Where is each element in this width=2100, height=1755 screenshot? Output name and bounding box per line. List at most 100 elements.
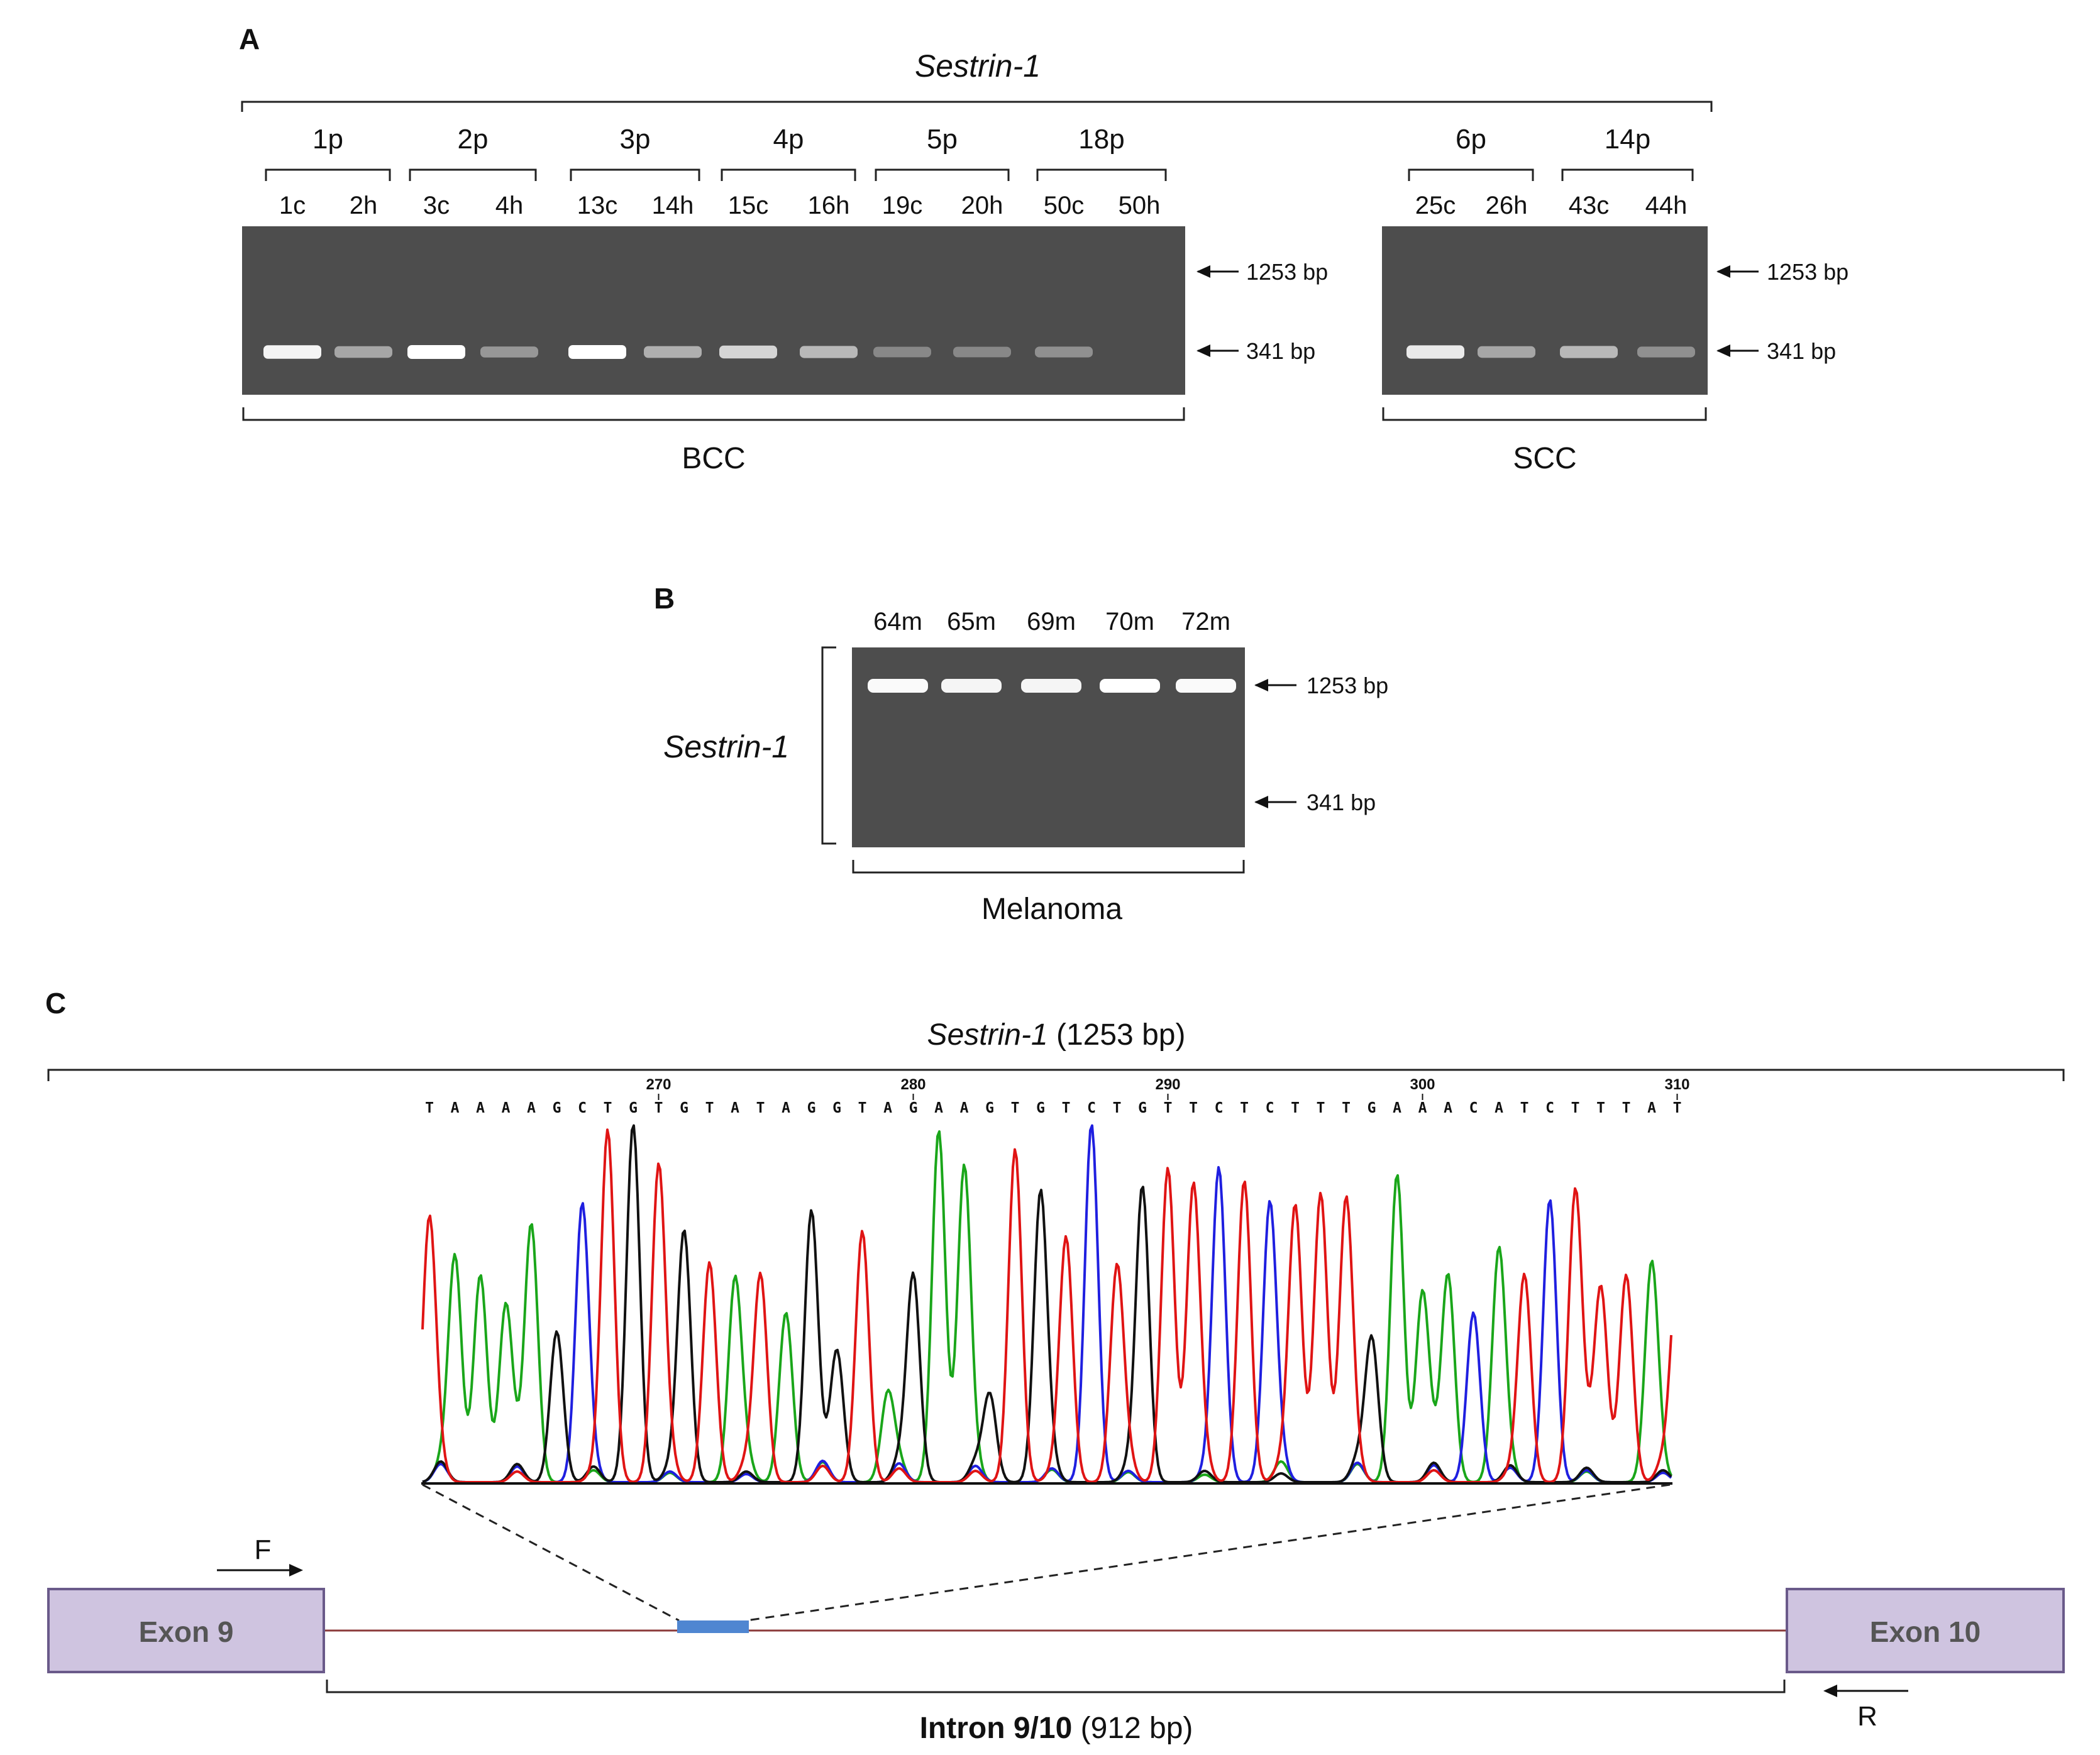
scc-marker-1253: 1253 bp bbox=[1716, 259, 1849, 285]
arrow-left-icon bbox=[1196, 265, 1210, 278]
lane-label: 50h bbox=[1119, 192, 1161, 219]
bcc-marker-1253-label: 1253 bp bbox=[1246, 259, 1328, 285]
group-label: 18p bbox=[1078, 124, 1124, 155]
base-call: A bbox=[1393, 1100, 1401, 1116]
base-call: T bbox=[1673, 1100, 1682, 1116]
base-call: C bbox=[1266, 1100, 1274, 1116]
lane-label: 14h bbox=[652, 192, 694, 219]
primer-reverse-label: R bbox=[1857, 1701, 1877, 1732]
gel-band-1253 bbox=[1176, 679, 1236, 693]
lane-label: 72m bbox=[1181, 608, 1230, 635]
base-call: T bbox=[705, 1100, 714, 1116]
lane-label: 13c bbox=[577, 192, 618, 219]
group-label: 1p bbox=[312, 124, 343, 155]
melanoma-gel bbox=[852, 647, 1245, 847]
base-call: A bbox=[1444, 1100, 1452, 1116]
intron-bracket bbox=[326, 1680, 1786, 1693]
bcc-gel bbox=[242, 226, 1185, 395]
primer-forward: F bbox=[217, 1534, 303, 1576]
panel-b-side-bracket bbox=[821, 646, 836, 845]
panel-b-side-label: Sestrin-1 bbox=[663, 729, 789, 764]
base-call: T bbox=[1113, 1100, 1122, 1116]
base-call: T bbox=[1596, 1100, 1605, 1116]
chromatogram bbox=[421, 1124, 1672, 1483]
base-call: T bbox=[1189, 1100, 1198, 1116]
base-call: A bbox=[934, 1100, 943, 1116]
base-call: C bbox=[1545, 1100, 1554, 1116]
arrow-left-icon bbox=[1254, 796, 1268, 808]
exon-9-label: Exon 9 bbox=[139, 1615, 234, 1648]
base-call: C bbox=[578, 1100, 587, 1116]
base-call: A bbox=[502, 1100, 511, 1116]
gel-band-1253 bbox=[941, 679, 1002, 693]
melanoma-label: Melanoma bbox=[981, 893, 1122, 926]
gel-band-341 bbox=[873, 346, 931, 358]
panel-c-title: Sestrin-1 (1253 bp) bbox=[927, 1018, 1186, 1052]
melanoma-marker-1253-label: 1253 bp bbox=[1307, 673, 1388, 698]
scc-gel bbox=[1382, 226, 1708, 395]
bcc-marker-341-label: 341 bp bbox=[1246, 338, 1315, 364]
base-call: A bbox=[527, 1100, 536, 1116]
lane-label: 2h bbox=[350, 192, 378, 219]
panel-c-top-bracket bbox=[47, 1069, 2065, 1081]
panel-c-title-size: (1253 bp) bbox=[1048, 1018, 1186, 1052]
base-call: G bbox=[553, 1100, 561, 1116]
base-call: G bbox=[1138, 1100, 1147, 1116]
base-call: G bbox=[832, 1100, 841, 1116]
group-bracket bbox=[409, 168, 537, 181]
gel-band-341 bbox=[1406, 345, 1464, 359]
lane-label: 15c bbox=[728, 192, 769, 219]
base-call: A bbox=[883, 1100, 892, 1116]
lane-label: 43c bbox=[1569, 192, 1610, 219]
gel-band-341 bbox=[407, 345, 465, 359]
exon-10-box bbox=[1786, 1588, 2065, 1673]
gel-band-1253 bbox=[868, 679, 928, 693]
base-call: T bbox=[1317, 1100, 1325, 1116]
lane-label: 44h bbox=[1645, 192, 1688, 219]
lane-label: 65m bbox=[947, 608, 996, 635]
gel-band-341 bbox=[263, 345, 321, 359]
arrow-left-icon bbox=[1823, 1685, 1837, 1697]
gel-band-341 bbox=[1637, 346, 1695, 358]
scc-marker-341: 341 bp bbox=[1716, 338, 1836, 364]
bcc-marker-1253: 1253 bp bbox=[1196, 259, 1328, 285]
primer-forward-label: F bbox=[255, 1534, 272, 1565]
position-tick-label: 300 bbox=[1410, 1076, 1435, 1093]
base-call: G bbox=[1036, 1100, 1045, 1116]
base-call: T bbox=[756, 1100, 765, 1116]
lane-label: 16h bbox=[808, 192, 850, 219]
panel-b-label: B bbox=[654, 582, 675, 615]
gel-band-341 bbox=[1560, 346, 1618, 358]
base-call: A bbox=[476, 1100, 485, 1116]
sequenced-region bbox=[677, 1620, 749, 1633]
base-call: A bbox=[960, 1100, 969, 1116]
base-call: A bbox=[782, 1100, 790, 1116]
position-tick-label: 310 bbox=[1664, 1076, 1689, 1093]
lane-label: 20h bbox=[961, 192, 1003, 219]
zoom-line-left bbox=[422, 1483, 680, 1622]
lane-label: 3c bbox=[423, 192, 450, 219]
scc-bracket bbox=[1382, 407, 1707, 421]
group-label: 6p bbox=[1456, 124, 1486, 155]
base-call: T bbox=[1520, 1100, 1529, 1116]
intron-label-name: Intron 9/10 bbox=[920, 1712, 1073, 1745]
gel-band-341 bbox=[334, 346, 392, 358]
melanoma-marker-341-label: 341 bp bbox=[1307, 789, 1376, 815]
group-bracket bbox=[570, 168, 700, 181]
gel-band-341 bbox=[568, 345, 626, 359]
lane-label: 19c bbox=[882, 192, 923, 219]
group-label: 2p bbox=[458, 124, 489, 155]
group-bracket bbox=[265, 168, 391, 181]
base-call: A bbox=[731, 1100, 739, 1116]
lane-label: 1c bbox=[279, 192, 306, 219]
zoom-line-right bbox=[746, 1483, 1671, 1622]
intron-label: Intron 9/10 (912 bp) bbox=[920, 1712, 1193, 1745]
base-call: A bbox=[1418, 1100, 1427, 1116]
arrow-left-icon bbox=[1716, 344, 1730, 357]
intron-label-size: (912 bp) bbox=[1072, 1712, 1193, 1745]
lane-label: 25c bbox=[1415, 192, 1456, 219]
